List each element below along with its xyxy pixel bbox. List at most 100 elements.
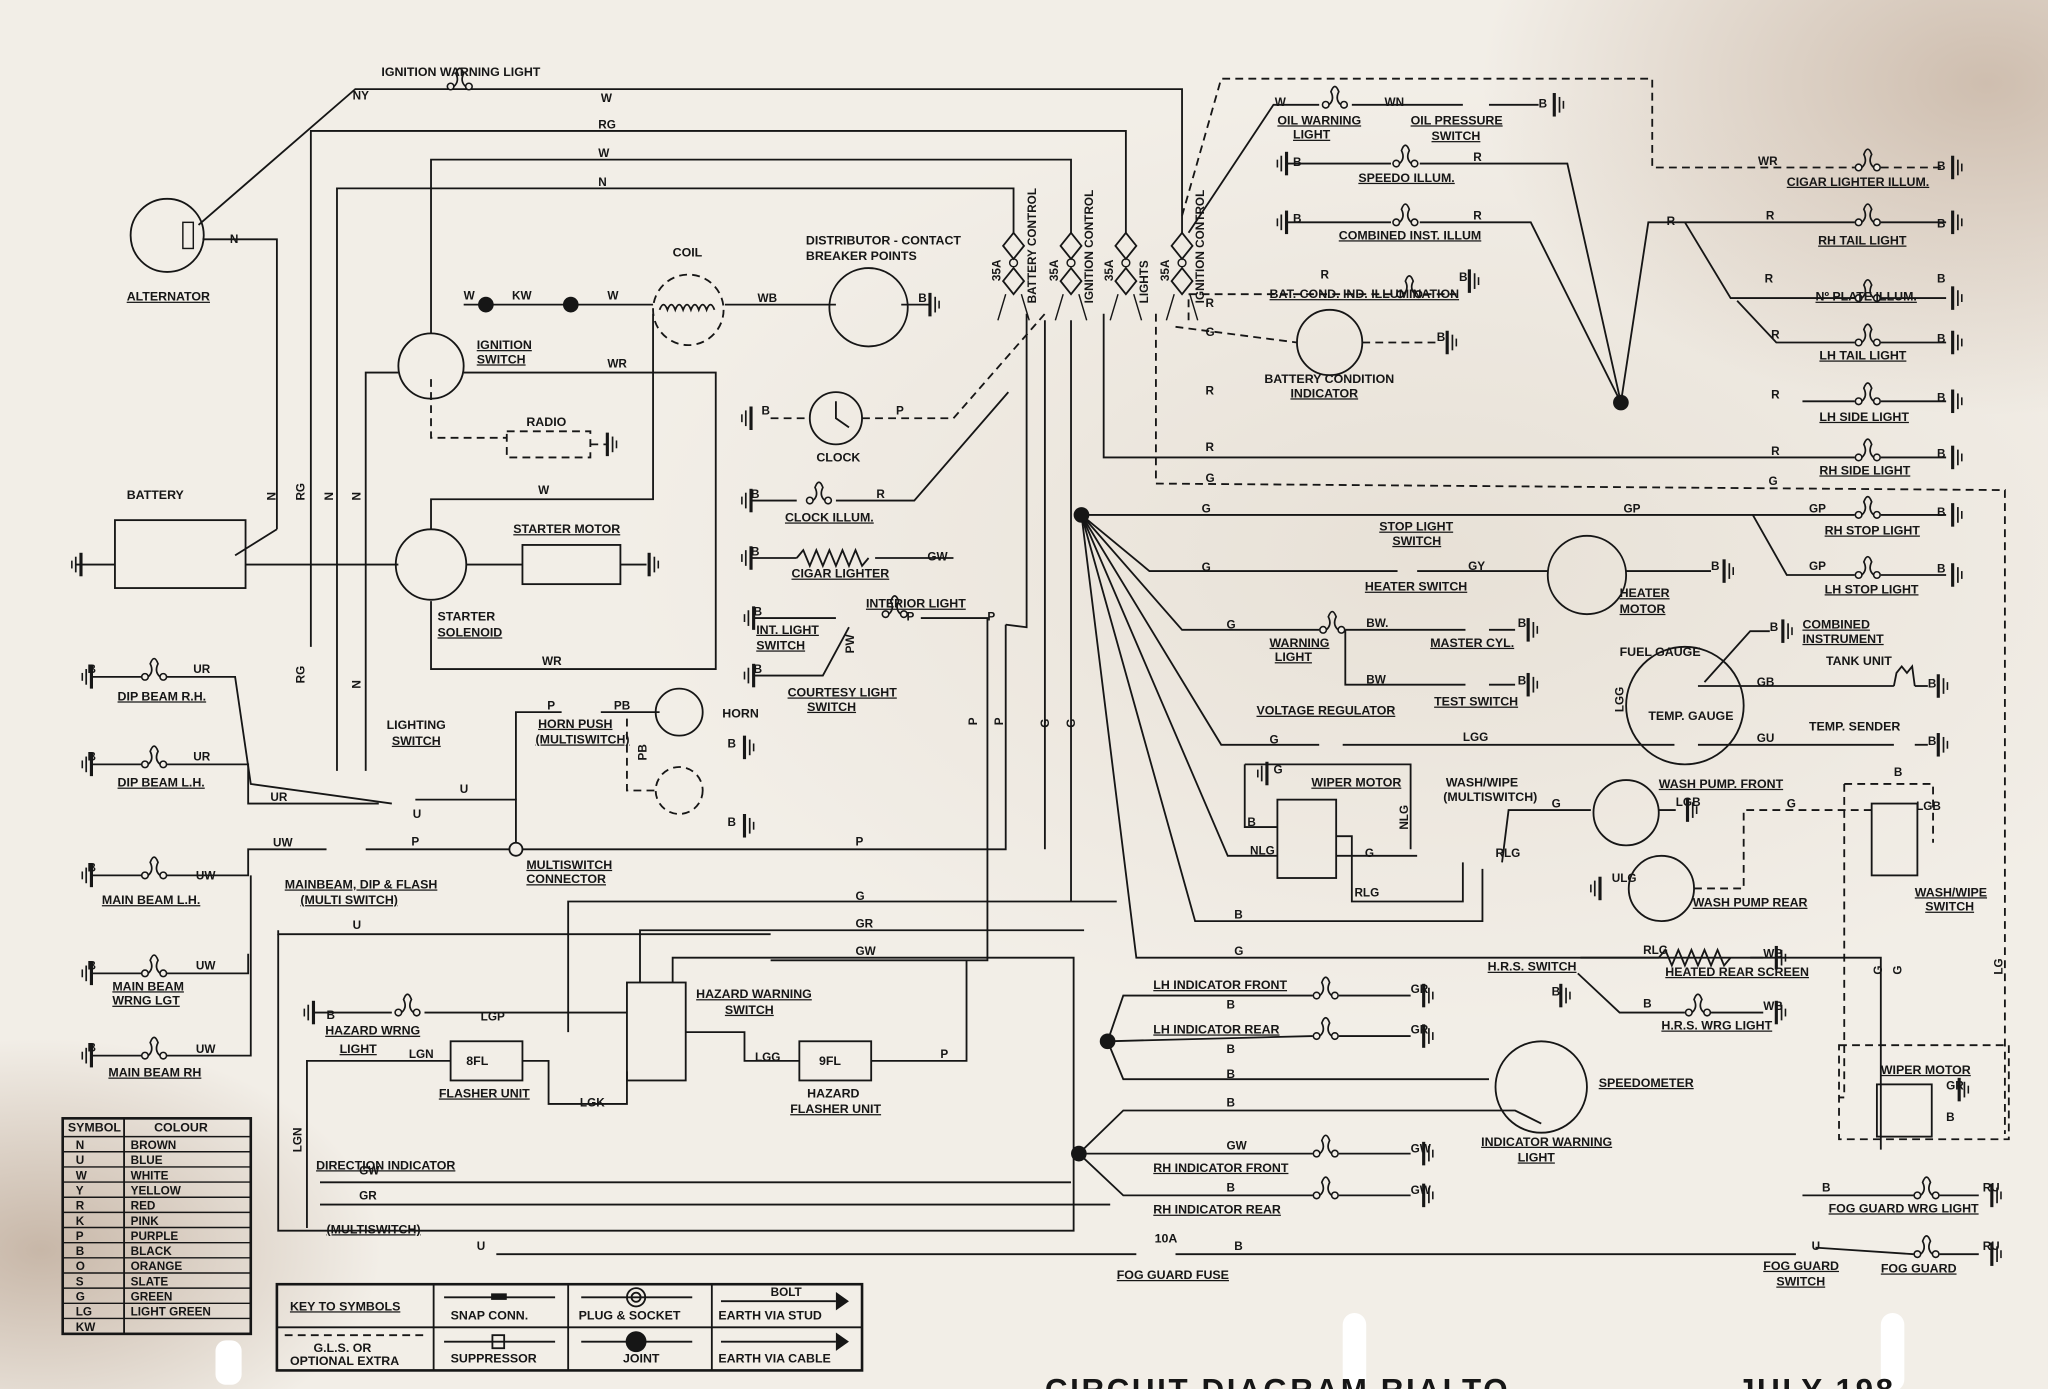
fuse-rating: 35A <box>1103 259 1116 281</box>
component-label: 10A <box>1155 1231 1178 1245</box>
wire-colour-code: B <box>1928 677 1937 690</box>
starter-motor <box>521 544 622 586</box>
wire-colour-code: P <box>896 404 904 417</box>
component-label: RADIO <box>526 415 566 429</box>
component-label: LIGHT <box>1293 128 1331 142</box>
component-label: HEATED REAR SCREEN <box>1665 965 1809 979</box>
wire-colour-code: GY <box>1468 560 1485 573</box>
wire-colour-code: N <box>230 233 239 246</box>
wire-colour-code: RG <box>598 118 616 131</box>
component-label: LH TAIL LIGHT <box>1819 348 1906 362</box>
battery <box>114 519 247 589</box>
hazard-warning-switch <box>626 981 687 1082</box>
horn-2 <box>654 766 704 815</box>
component-label: SWITCH <box>392 734 441 748</box>
wire-colour-code: GP <box>1624 502 1641 515</box>
component-label: WIPER MOTOR <box>1311 776 1401 790</box>
joint-symbol <box>625 1331 647 1353</box>
wire-colour-code: GW <box>1226 1140 1247 1153</box>
rear-wiper-motor <box>1875 1083 1933 1138</box>
component-label: CIGAR LIGHTER <box>792 567 890 581</box>
wire-colour-code: WB <box>1763 1000 1783 1013</box>
component-label: HEATER SWITCH <box>1365 580 1467 594</box>
component-label: SWITCH <box>807 700 856 714</box>
wire-colour-code: B <box>88 1042 97 1055</box>
component-label: LIGHTING <box>387 718 446 732</box>
wire-colour-code: LGB <box>1916 800 1941 813</box>
wire-colour-code: P <box>856 835 864 848</box>
wire-colour-code: LGG <box>1463 731 1488 744</box>
component-label: 8FL <box>466 1054 488 1068</box>
wire-colour-code: N <box>350 680 363 689</box>
plug-socket-symbol <box>626 1287 647 1308</box>
wire-colour-code: B <box>1937 160 1946 173</box>
bulb-icon <box>1913 1235 1940 1259</box>
earth-icon <box>742 812 756 840</box>
component-label: (MULTISWITCH) <box>327 1222 421 1236</box>
wires-left <box>75 88 1183 1256</box>
heated-rear-screen <box>1658 947 1732 968</box>
key-title: KEY TO SYMBOLS <box>290 1299 400 1313</box>
component-label: HEATER <box>1620 586 1670 600</box>
earth-icon <box>1559 982 1572 1009</box>
bulb-icon <box>1392 144 1419 168</box>
component-label: LH SIDE LIGHT <box>1819 410 1909 424</box>
fuse-terminal <box>1066 258 1076 268</box>
earth-icon <box>740 544 753 572</box>
component-label: MAIN BEAM RH <box>108 1066 201 1080</box>
wire-colour-code: B <box>1770 621 1779 634</box>
component-label: LIGHT <box>1275 650 1313 664</box>
legend-symbol: LG <box>76 1306 92 1319</box>
component-label: SOLENOID <box>438 625 503 639</box>
wire-colour-code: B <box>1226 999 1235 1012</box>
legend-symbol: U <box>76 1154 85 1167</box>
wire-colour-code: G <box>1892 966 1905 975</box>
bulb-icon <box>394 993 421 1017</box>
wire-colour-code: GW <box>927 551 948 564</box>
bulb-icon <box>1321 85 1349 109</box>
wire-colour-code: B <box>1643 997 1652 1010</box>
key-earth-stud: EARTH VIA STUD <box>718 1308 822 1322</box>
component-label: STARTER <box>438 610 496 624</box>
fuse-lead <box>997 293 1030 321</box>
wire-colour-code: ULG <box>1612 872 1637 885</box>
wire-colour-code: GR <box>1411 983 1429 996</box>
bulb-icon <box>1312 1176 1339 1200</box>
component-label: FOG GUARD <box>1763 1259 1839 1273</box>
fuse-terminal <box>1008 258 1019 268</box>
diagram-date: JULY 198 <box>1737 1372 1896 1389</box>
wire-colour-code: UW <box>196 959 216 972</box>
wire-colour-code: PB <box>637 744 650 760</box>
key-snap-conn: SNAP CONN. <box>451 1308 529 1322</box>
alternator-terminal <box>182 221 195 250</box>
component-label: STOP LIGHT <box>1379 520 1453 534</box>
component-label: DIP BEAM R.H. <box>118 689 207 703</box>
wiper-motor <box>1276 798 1338 879</box>
bulb-icon <box>1318 610 1346 634</box>
component-label: MAIN BEAM <box>112 979 184 993</box>
wire-colour-code: W <box>464 289 476 302</box>
earth-icon <box>1467 267 1481 295</box>
component-label: INDICATOR WARNING <box>1481 1135 1612 1149</box>
alternator <box>129 197 205 273</box>
wire-colour-code: B <box>88 750 97 763</box>
component-label: WASH PUMP REAR <box>1693 896 1808 910</box>
fuse-rating: 35A <box>990 259 1003 281</box>
wire-colour-code: P <box>411 835 419 848</box>
wire-colour-code: B <box>1459 271 1468 284</box>
component-label: HORN <box>722 706 759 720</box>
rear-wiper-motor-box <box>1838 1044 2010 1141</box>
wire-colour-code: U <box>1812 1240 1821 1253</box>
wire-colour-code: U <box>477 1240 486 1253</box>
component-label: OIL WARNING <box>1277 113 1361 127</box>
component-label: COIL <box>673 245 703 259</box>
wire-colour-code: B <box>1226 1043 1235 1056</box>
legend-colour: SLATE <box>131 1275 169 1288</box>
component-label: INSTRUMENT <box>1802 632 1884 646</box>
wire-colour-code: B <box>754 605 763 618</box>
bulb-icon <box>1854 203 1882 227</box>
component-label: CLOCK <box>816 450 860 464</box>
wire-colour-code: UR <box>193 750 210 763</box>
wire-colour-code: WB <box>1763 948 1783 961</box>
